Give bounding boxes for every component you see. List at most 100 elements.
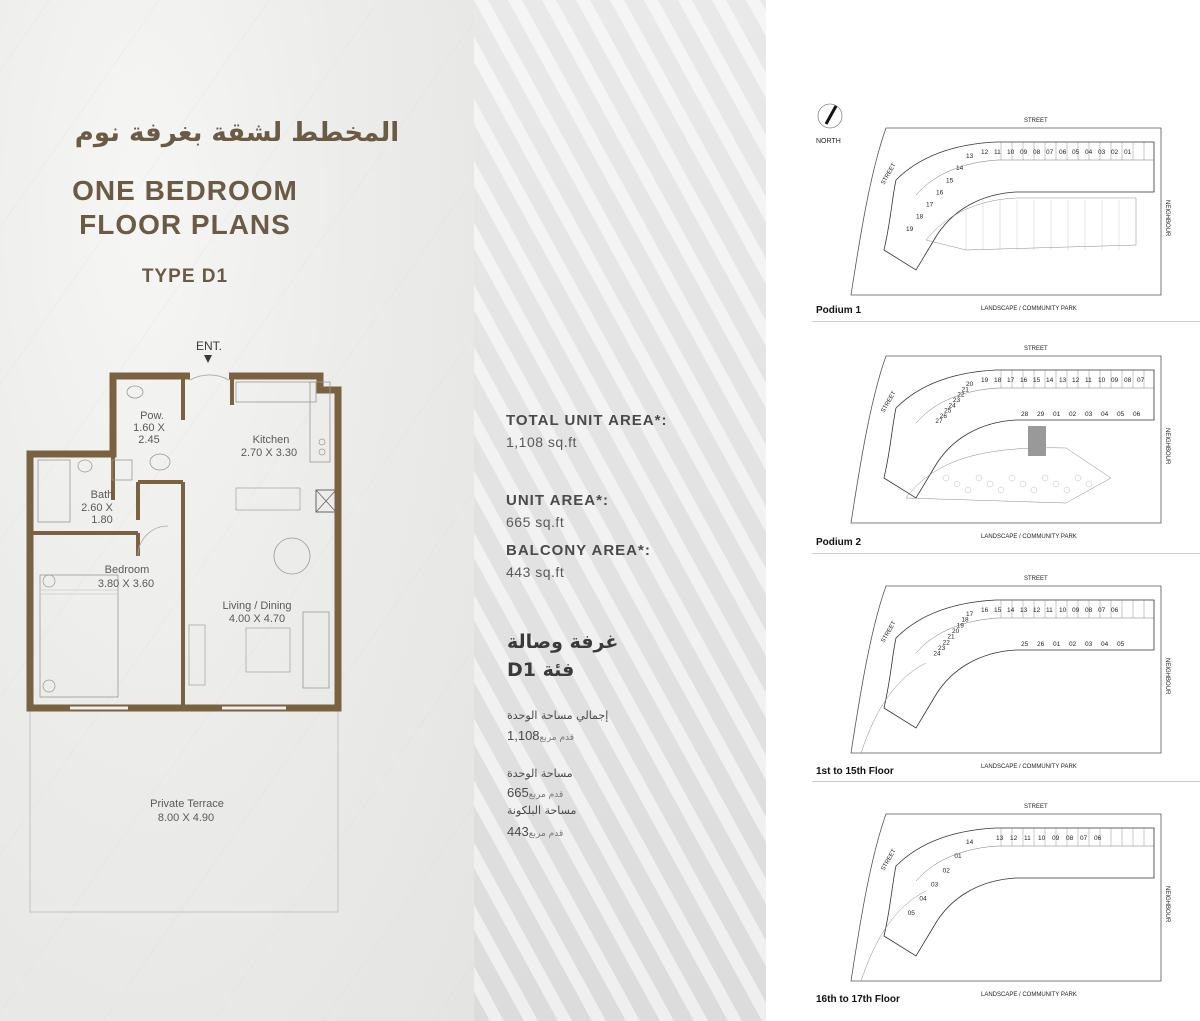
unit-number: 15	[1033, 377, 1041, 384]
room-name: Private Terrace	[150, 798, 224, 810]
unit-number: 08	[1124, 377, 1132, 384]
arabic-total-label: إجمالي مساحة الوحدة	[507, 709, 609, 722]
stripe	[474, 842, 572, 1021]
unit-number: 07	[1137, 377, 1145, 384]
unit-number: 19	[957, 622, 965, 629]
highlighted-unit	[1028, 426, 1046, 456]
room-name: Living / Dining	[222, 600, 291, 612]
keyplan-caption: Podium 1	[816, 305, 862, 316]
unit-number: 08	[1066, 835, 1074, 842]
unit-number: 01	[954, 853, 962, 860]
total-area-value: 1,108 sq.ft	[506, 434, 577, 450]
street-label: STREET	[1024, 576, 1048, 582]
arabic-balcony-label: مساحة البلكونة	[507, 804, 577, 817]
stripe	[474, 222, 766, 781]
unit-number: 09	[1020, 149, 1028, 156]
unit-number: 07	[1080, 835, 1088, 842]
unit-number: 04	[1101, 411, 1109, 418]
unit-number: 20	[966, 381, 974, 388]
total-area-label: TOTAL UNIT AREA*:	[506, 412, 668, 429]
unit-word: قدم مربع	[528, 829, 564, 839]
unit-number: 25	[1021, 641, 1029, 648]
unit-number: 03	[1098, 149, 1106, 156]
unit-word: قدم مربع	[528, 790, 564, 800]
unit-area-value: 665 sq.ft	[506, 514, 565, 530]
unit-number: 26	[1037, 641, 1045, 648]
unit-number: 13	[966, 153, 974, 160]
unit-number: 07	[1046, 149, 1054, 156]
unit-number: 05	[1117, 411, 1125, 418]
unit-number: 03	[931, 882, 939, 889]
unit-number: 01	[1053, 641, 1061, 648]
unit-number: 09	[1072, 607, 1080, 614]
north-label: NORTH	[816, 138, 841, 145]
unit-number: 15	[946, 177, 954, 184]
divider	[812, 321, 1200, 322]
stripe	[712, 0, 766, 99]
divider	[812, 553, 1200, 554]
stripe	[508, 0, 766, 471]
unit-area-label: UNIT AREA*:	[506, 492, 609, 509]
stripe	[474, 470, 766, 1021]
entrance-arrow	[204, 355, 212, 363]
room-name: Bath	[91, 489, 114, 501]
stripe	[474, 0, 766, 533]
neighbour-label: NEIGHBOUR	[1164, 658, 1170, 695]
unit-number: 10	[1038, 835, 1046, 842]
unit-number: 23	[938, 645, 946, 652]
unit-number: 21	[962, 386, 970, 393]
balcony-area-label: BALCONY AREA*:	[506, 542, 651, 559]
floor-plan: ENT. Pow. 1.60 X 2.45 Kitchen 2.70 X 3.3…	[26, 339, 342, 913]
stripe	[474, 284, 766, 843]
interior-walls	[30, 376, 234, 708]
unit-number: 02	[943, 867, 951, 874]
landscape-label: LANDSCAPE / COMMUNITY PARK	[981, 764, 1077, 770]
unit-number: 21	[947, 634, 955, 641]
unit-number: 16	[981, 607, 989, 614]
unit-number: 24	[933, 651, 941, 658]
unit-number: 10	[1098, 377, 1106, 384]
arabic-title: المخطط لشقة بغرفة نوم	[74, 118, 400, 148]
unit-number: 16	[1020, 377, 1028, 384]
unit-number: 01	[1124, 149, 1132, 156]
unit-number: 03	[1085, 641, 1093, 648]
room-dim: 2.70 X 3.30	[241, 447, 297, 459]
room-name: Kitchen	[253, 434, 290, 446]
unit-number: 26	[940, 413, 948, 420]
arabic-balcony-value: 443	[507, 824, 529, 839]
keyplan-caption: Podium 2	[816, 537, 862, 548]
neighbour-label: NEIGHBOUR	[1164, 428, 1170, 465]
unit-number: 16	[936, 189, 944, 196]
unit-number: 20	[952, 628, 960, 635]
unit-number: 09	[1052, 835, 1060, 842]
stripe-pattern	[474, 0, 766, 1021]
room-dim: 3.80 X 3.60	[98, 578, 154, 590]
unit-number: 08	[1085, 607, 1093, 614]
stripe	[474, 780, 606, 1021]
unit-number: 15	[994, 607, 1002, 614]
room-dim: 2.45	[138, 434, 159, 446]
keyplan-caption: 1st to 15th Floor	[816, 766, 894, 777]
unit-number: 06	[1133, 411, 1141, 418]
type-label: TYPE D1	[141, 266, 229, 287]
unit-number: 17	[1007, 377, 1015, 384]
unit-number: 06	[1111, 607, 1119, 614]
arabic-balcony-row: قدم مربع443	[507, 824, 569, 839]
unit-number: 27	[935, 418, 943, 425]
north-arrow-icon	[817, 103, 843, 129]
unit-number: 14	[966, 839, 974, 846]
unit-number: 17	[926, 202, 934, 209]
unit-number: 18	[961, 617, 969, 624]
arabic-heading-1: غرفة وصالة	[507, 631, 619, 653]
unit-number: 12	[1033, 607, 1041, 614]
unit-number: 03	[1085, 411, 1093, 418]
stripe	[474, 594, 708, 1021]
keyplan-caption: 16th to 17th Floor	[816, 994, 900, 1005]
